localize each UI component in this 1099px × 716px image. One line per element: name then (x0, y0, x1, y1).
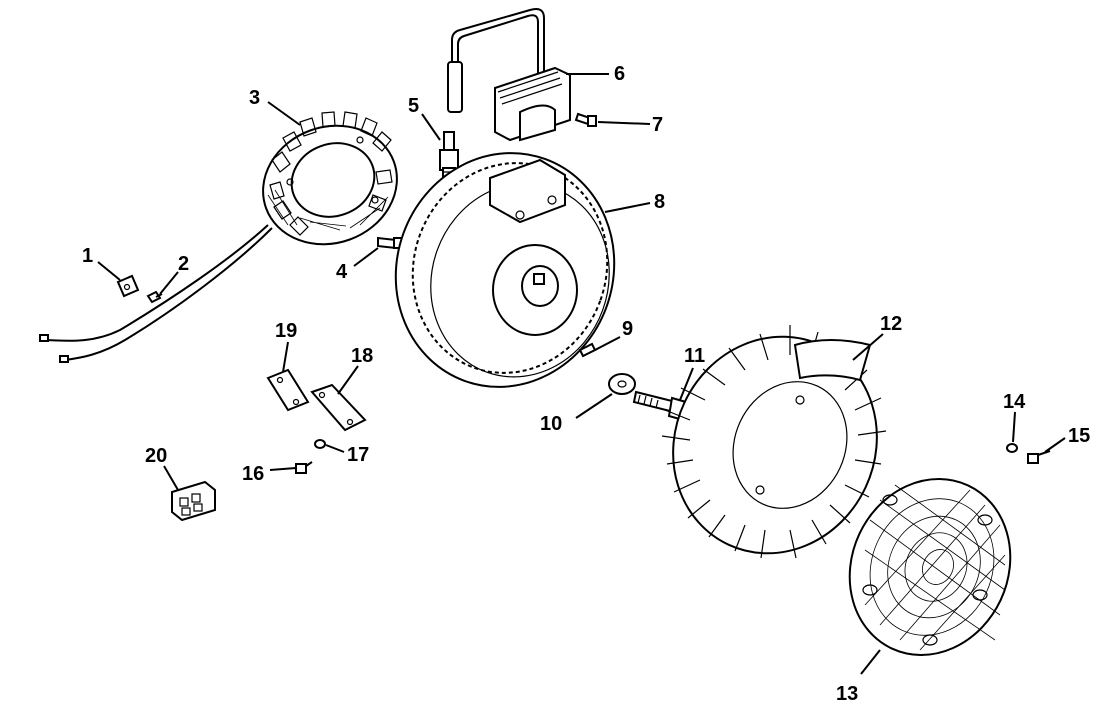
clip-screw (146, 290, 163, 304)
rectifier-regulator (310, 383, 367, 432)
callout-7: 7 (652, 114, 663, 136)
callout-13: 13 (836, 683, 858, 705)
leader-lines (97, 73, 1066, 675)
flywheel-washer (608, 373, 636, 395)
cooling-fan (661, 325, 887, 559)
rectifier-washer (314, 439, 326, 449)
callout-4: 4 (336, 261, 348, 283)
callout-19: 19 (275, 320, 297, 342)
screen-washer (1006, 443, 1018, 453)
ignition-module (447, 8, 571, 142)
callout-11: 11 (684, 345, 705, 367)
mounting-plate (266, 368, 310, 412)
callout-6: 6 (614, 63, 625, 85)
callout-10: 10 (540, 413, 562, 435)
wire-clip (116, 274, 140, 298)
callout-15: 15 (1068, 425, 1090, 447)
rectifier-screw (295, 461, 313, 474)
screen-screw (1027, 450, 1051, 464)
stator-lead-wires (39, 224, 273, 363)
stator (262, 111, 398, 246)
module-screw (574, 112, 597, 127)
callout-2: 2 (178, 253, 189, 275)
callout-5: 5 (408, 95, 419, 117)
callout-14: 14 (1003, 391, 1026, 413)
callout-9: 9 (622, 318, 633, 340)
callout-labels: 1 2 3 4 5 6 7 8 9 10 11 12 13 14 15 16 1… (82, 63, 1090, 705)
grass-screen (848, 478, 1012, 656)
callout-12: 12 (880, 313, 902, 335)
callout-17: 17 (347, 444, 369, 466)
callout-16: 16 (242, 463, 264, 485)
flywheel (394, 152, 616, 388)
callout-3: 3 (249, 87, 260, 109)
callout-8: 8 (654, 191, 665, 213)
callout-1: 1 (82, 245, 93, 267)
wire-connector (171, 480, 216, 522)
callout-18: 18 (351, 345, 373, 367)
callout-20: 20 (145, 445, 167, 467)
